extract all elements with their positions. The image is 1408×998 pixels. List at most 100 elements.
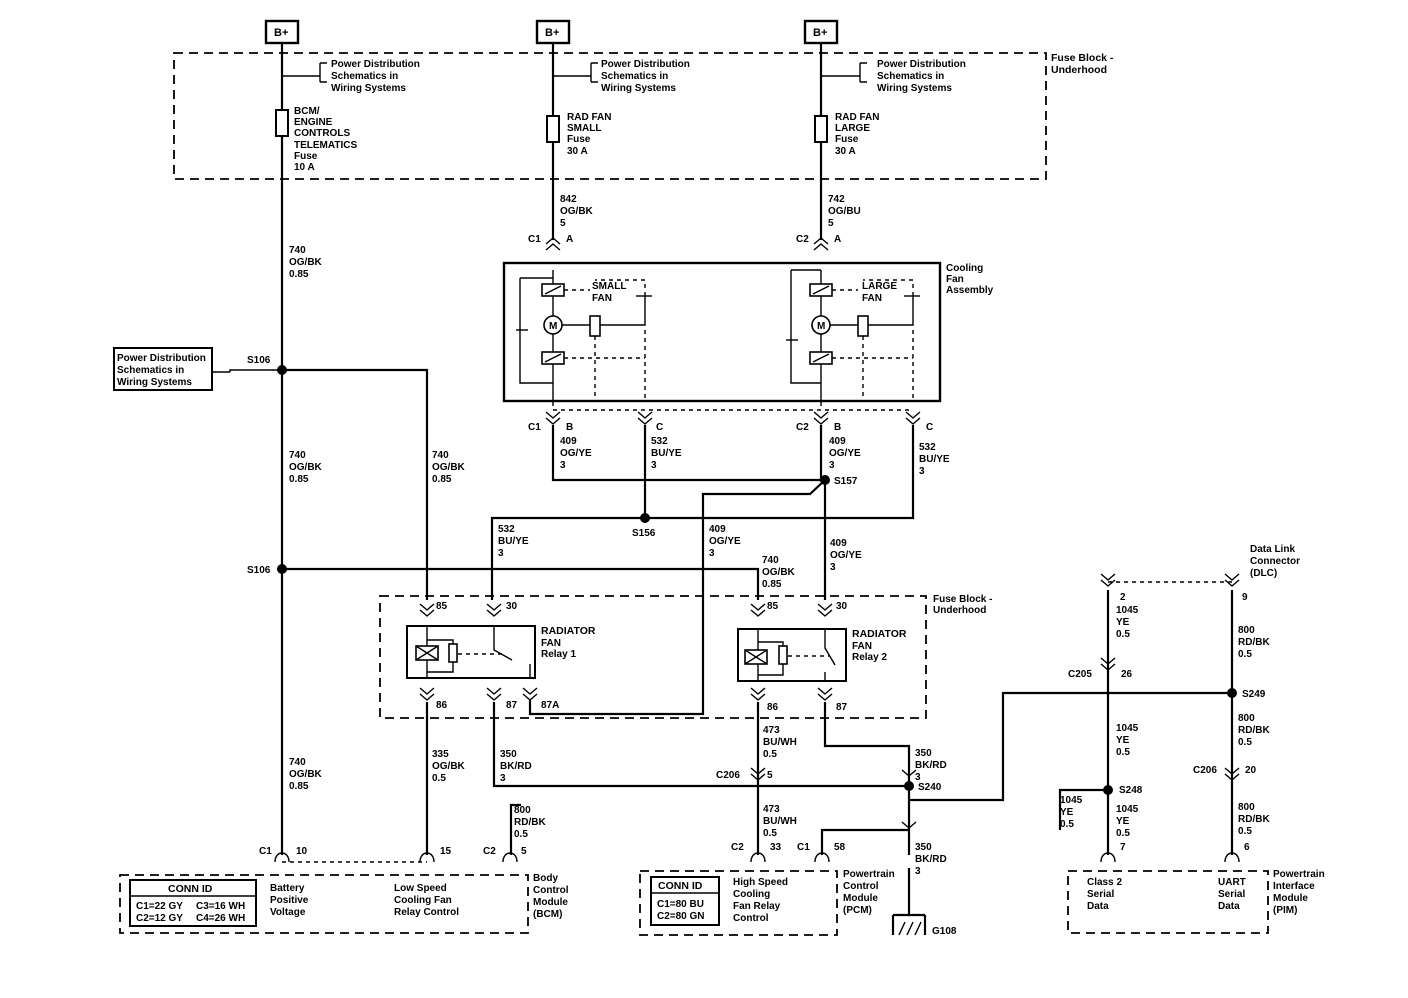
wire-800-d: 800 RD/BK 0.5: [1238, 802, 1270, 837]
svg-text:Powertrain: Powertrain: [843, 869, 895, 880]
wire-532-b: 532 BU/YE 3: [919, 442, 950, 477]
svg-text:BK/RD: BK/RD: [500, 761, 532, 772]
wire-409-c: 409 OG/YE 3: [709, 524, 741, 559]
svg-text:C2=80 GN: C2=80 GN: [657, 911, 705, 922]
fuse-block-top: Fuse Block - Underhood: [173, 52, 1114, 180]
svg-text:YE: YE: [1116, 816, 1130, 827]
wire-labels: 842 OG/BK 5 742 OG/BU 5 740 OG/BK 0.85 7…: [289, 194, 1270, 877]
svg-text:SMALL: SMALL: [567, 123, 601, 134]
svg-text:532: 532: [919, 442, 936, 453]
svg-text:473: 473: [763, 804, 780, 815]
svg-text:S249: S249: [1242, 689, 1266, 700]
svg-text:RADIATOR: RADIATOR: [541, 625, 596, 637]
fuse-rad-fan-large: RAD FAN LARGE Fuse 30 A: [814, 112, 879, 157]
fuse-bcm: BCM/ ENGINE CONTROLS TELEMATICS Fuse 10 …: [275, 106, 357, 173]
wire-740-c: 740 OG/BK 0.85: [432, 450, 466, 485]
svg-text:B+: B+: [545, 27, 559, 39]
svg-text:86: 86: [436, 700, 448, 711]
svg-text:S248: S248: [1119, 785, 1143, 796]
power-dist-ref-3: Power Distribution Schematics in Wiring …: [821, 59, 966, 94]
bplus-terminal-2: B+: [535, 19, 571, 45]
svg-text:Data: Data: [1218, 901, 1240, 912]
svg-text:Module: Module: [533, 897, 568, 908]
svg-text:800: 800: [1238, 713, 1255, 724]
svg-text:87: 87: [506, 700, 518, 711]
svg-text:740: 740: [762, 555, 779, 566]
svg-text:Data Link: Data Link: [1250, 544, 1295, 555]
svg-text:842: 842: [560, 194, 577, 205]
svg-text:1045: 1045: [1060, 795, 1083, 806]
svg-text:S156: S156: [632, 528, 656, 539]
svg-text:742: 742: [828, 194, 845, 205]
svg-text:TELEMATICS: TELEMATICS: [294, 140, 357, 151]
wire-532-c: 532 BU/YE 3: [498, 524, 529, 559]
radiator-fan-relay-2: RADIATOR FAN Relay 2: [737, 603, 907, 701]
svg-text:86: 86: [767, 702, 779, 713]
svg-text:FAN: FAN: [592, 293, 612, 304]
svg-text:409: 409: [560, 436, 577, 447]
svg-text:Schematics in: Schematics in: [877, 71, 944, 82]
power-dist-ref-1: Power Distribution Schematics in Wiring …: [282, 59, 420, 94]
svg-text:0.5: 0.5: [1060, 819, 1074, 830]
svg-text:C1: C1: [797, 842, 810, 853]
svg-text:YE: YE: [1060, 807, 1074, 818]
wire-740-a: 740 OG/BK 0.85: [289, 245, 323, 280]
small-fan: M SMALL FAN: [516, 270, 652, 406]
svg-text:C2=12 GY: C2=12 GY: [136, 913, 183, 924]
svg-text:FAN: FAN: [862, 293, 882, 304]
svg-text:C1: C1: [528, 422, 541, 433]
wire-1045-c: 1045 YE 0.5: [1060, 795, 1083, 830]
wire-742: 742 OG/BU 5: [828, 194, 861, 229]
wire-409-b: 409 OG/YE 3: [829, 436, 861, 471]
svg-text:OG/BK: OG/BK: [289, 462, 323, 473]
bcm-module: CONN ID C1=22 GY C3=16 WH C2=12 GY C4=26…: [119, 852, 569, 934]
svg-text:473: 473: [763, 725, 780, 736]
wire-740-e: 740 OG/BK 0.85: [289, 757, 323, 792]
svg-text:B: B: [566, 422, 573, 433]
svg-text:S157: S157: [834, 476, 858, 487]
svg-text:0.5: 0.5: [1238, 649, 1252, 660]
svg-text:1045: 1045: [1116, 804, 1139, 815]
svg-text:350: 350: [915, 748, 932, 759]
power-dist-ref-box: Power Distribution Schematics in Wiring …: [113, 347, 213, 391]
svg-text:26: 26: [1121, 669, 1133, 680]
wire-1045-b: 1045 YE 0.5: [1116, 723, 1139, 758]
wire-335: 335 OG/BK 0.5: [432, 749, 466, 784]
svg-text:Schematics in: Schematics in: [331, 71, 398, 82]
wire-740-b: 740 OG/BK 0.85: [289, 450, 323, 485]
svg-text:0.85: 0.85: [289, 781, 309, 792]
svg-text:5: 5: [521, 846, 527, 857]
svg-text:Fuse: Fuse: [835, 134, 859, 145]
svg-text:Fan Relay: Fan Relay: [733, 901, 781, 912]
svg-text:Schematics in: Schematics in: [117, 365, 184, 376]
svg-text:C1: C1: [528, 234, 541, 245]
svg-text:Fuse: Fuse: [294, 151, 318, 162]
svg-text:Power Distribution: Power Distribution: [117, 353, 206, 364]
svg-text:0.5: 0.5: [1116, 629, 1130, 640]
svg-text:33: 33: [770, 842, 782, 853]
svg-text:C3=16 WH: C3=16 WH: [196, 901, 245, 912]
svg-text:C1=80 BU: C1=80 BU: [657, 899, 704, 910]
svg-text:CONTROLS: CONTROLS: [294, 128, 350, 139]
svg-text:Cooling: Cooling: [946, 263, 983, 274]
wire-409-a: 409 OG/YE 3: [560, 436, 592, 471]
svg-text:409: 409: [830, 538, 847, 549]
svg-text:FAN: FAN: [852, 641, 872, 652]
svg-text:OG/BK: OG/BK: [432, 462, 466, 473]
svg-text:0.85: 0.85: [762, 579, 782, 590]
svg-text:SMALL: SMALL: [592, 281, 626, 292]
svg-text:0.85: 0.85: [289, 474, 309, 485]
svg-text:Voltage: Voltage: [270, 907, 306, 918]
svg-text:30 A: 30 A: [567, 146, 588, 157]
svg-text:OG/YE: OG/YE: [560, 448, 592, 459]
svg-text:G108: G108: [932, 926, 957, 937]
svg-text:10: 10: [296, 846, 308, 857]
svg-text:C1: C1: [259, 846, 272, 857]
svg-text:Module: Module: [1273, 893, 1308, 904]
svg-text:C1=22 GY: C1=22 GY: [136, 901, 183, 912]
svg-text:3: 3: [829, 460, 835, 471]
svg-text:LARGE: LARGE: [862, 281, 897, 292]
svg-text:C205: C205: [1068, 669, 1092, 680]
svg-text:1045: 1045: [1116, 723, 1139, 734]
svg-text:B+: B+: [813, 27, 827, 39]
